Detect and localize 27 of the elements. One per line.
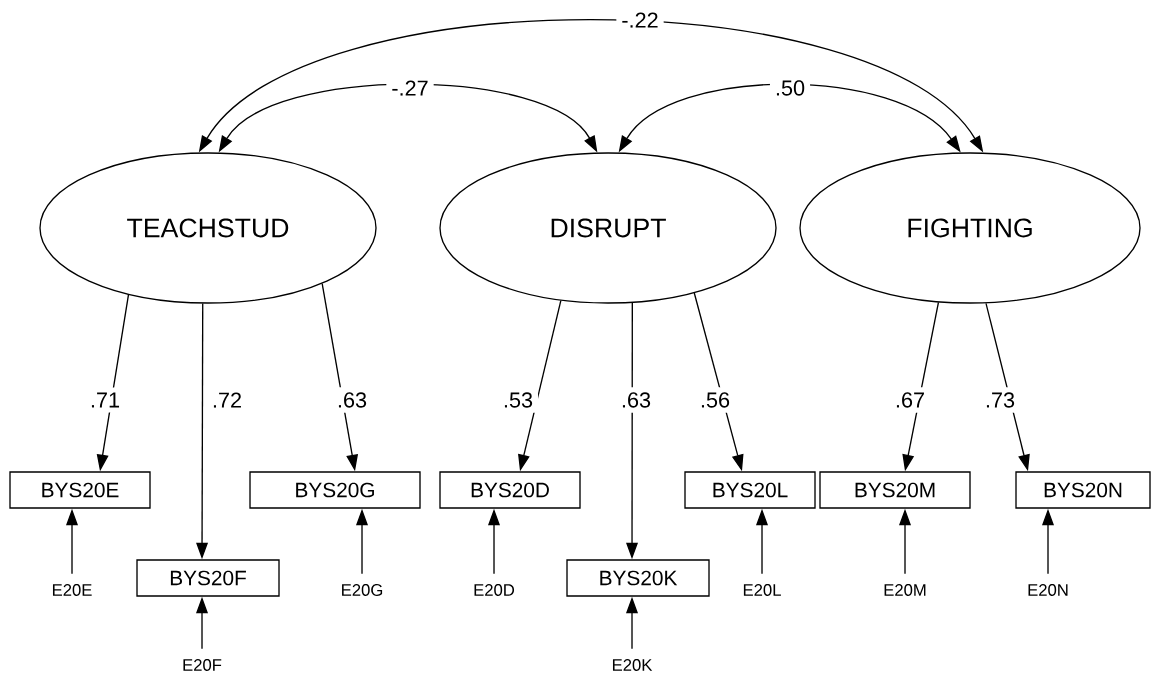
observed-variable-box: BYS20M [819, 471, 971, 509]
edge-label: .63 [615, 387, 657, 413]
edge-label: .67 [889, 387, 931, 413]
error-term-label: E20G [342, 584, 383, 596]
error-term-label: E20K [613, 659, 653, 671]
edge-label: .63 [331, 387, 373, 413]
edge-label: -.22 [616, 7, 664, 33]
edge-label: .72 [206, 387, 248, 413]
edge-label: .56 [694, 387, 736, 413]
error-term-label: E20E [53, 584, 92, 596]
error-term-label: E20F [183, 659, 222, 671]
observed-variable-box: BYS20G [249, 471, 421, 509]
observed-variable-box: BYS20E [9, 471, 151, 509]
observed-variable-box: BYS20D [439, 471, 581, 509]
observed-variable-box: BYS20N [1015, 471, 1151, 509]
error-term-label: E20M [884, 584, 926, 596]
observed-variable-box: BYS20F [136, 559, 280, 597]
edge-label: -.27 [386, 75, 434, 101]
edge-label: .50 [769, 75, 811, 101]
edge-label: .71 [84, 387, 126, 413]
error-term-label: E20N [1028, 584, 1068, 596]
error-term-label: E20L [743, 584, 781, 596]
observed-variable-box: BYS20L [684, 471, 816, 509]
error-term-label: E20D [474, 584, 515, 596]
observed-variable-box: BYS20K [566, 559, 710, 597]
edge-label: .53 [497, 387, 539, 413]
edge-label: .73 [979, 387, 1021, 413]
